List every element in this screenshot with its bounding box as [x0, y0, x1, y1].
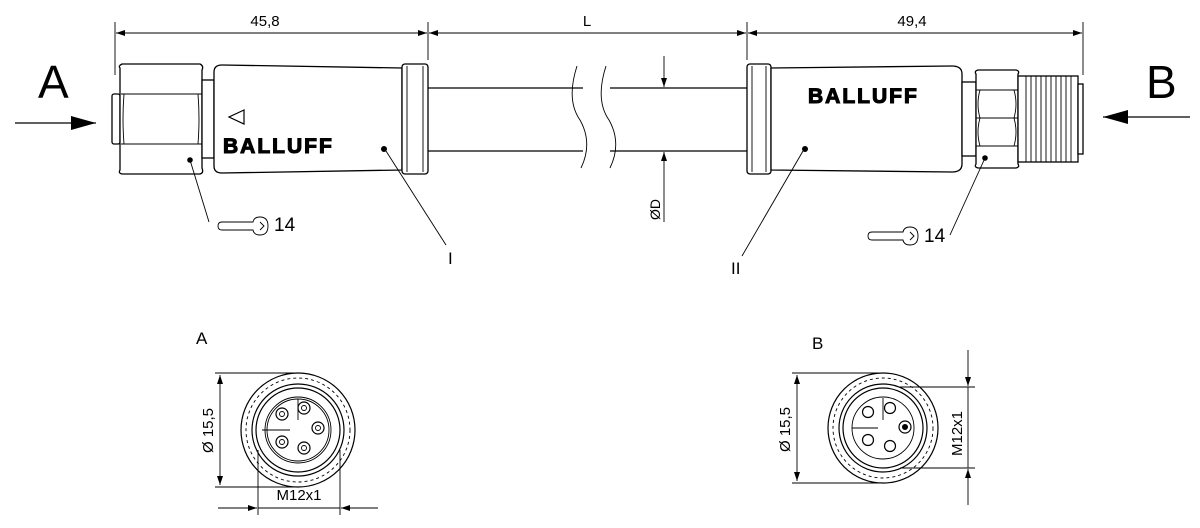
right-grip-body — [770, 65, 963, 173]
callouts: 14 I II 14 — [187, 150, 988, 278]
left-ring — [401, 63, 429, 175]
face-view-b-label: B — [812, 334, 823, 353]
dim-right-connector: 49,4 — [897, 13, 926, 30]
face-view-a-label: A — [196, 329, 208, 348]
face-view-b-thread: M12x1 — [949, 411, 966, 456]
dim-cable-length: L — [583, 13, 591, 30]
view-arrow-b: B — [1103, 56, 1190, 124]
wrench-icon-right — [867, 226, 919, 246]
face-view-a-thread: M12x1 — [276, 487, 321, 504]
right-brand-label: BALLUFF — [808, 85, 919, 108]
view-arrow-a: A — [15, 56, 96, 130]
right-hex-nut — [974, 69, 1020, 169]
right-ring — [746, 63, 772, 175]
wrench-size-right: 14 — [924, 226, 946, 247]
view-label-a: A — [38, 56, 69, 108]
right-connector: BALLUFF — [746, 63, 1084, 175]
dim-left-connector: 45,8 — [250, 13, 279, 30]
left-coupling-nut — [118, 63, 204, 175]
view-label-b: B — [1146, 56, 1177, 108]
face-view-b: B Ø 15,5 M12x1 — [777, 334, 975, 505]
dim-cable-diameter: ØD — [647, 199, 663, 220]
cable-break-right — [600, 65, 617, 169]
face-view-b-diameter: Ø 15,5 — [777, 407, 794, 452]
face-view-a-diameter: Ø 15,5 — [200, 408, 217, 453]
cable: ØD — [428, 56, 747, 222]
wrench-size-left: 14 — [274, 215, 296, 236]
face-view-a: A Ø 15,5 M12x1 — [196, 329, 378, 515]
callout-i: I — [448, 249, 453, 268]
left-brand-label: BALLUFF — [223, 135, 334, 158]
top-dimensions: 45,8 L 49,4 — [114, 13, 1084, 75]
right-thread — [1017, 75, 1079, 163]
wrench-icon-left — [217, 216, 269, 236]
left-connector: BALLUFF — [111, 63, 429, 175]
callout-ii: II — [731, 259, 740, 278]
direction-triangle-icon — [227, 109, 245, 125]
cable-break-left — [571, 65, 588, 169]
